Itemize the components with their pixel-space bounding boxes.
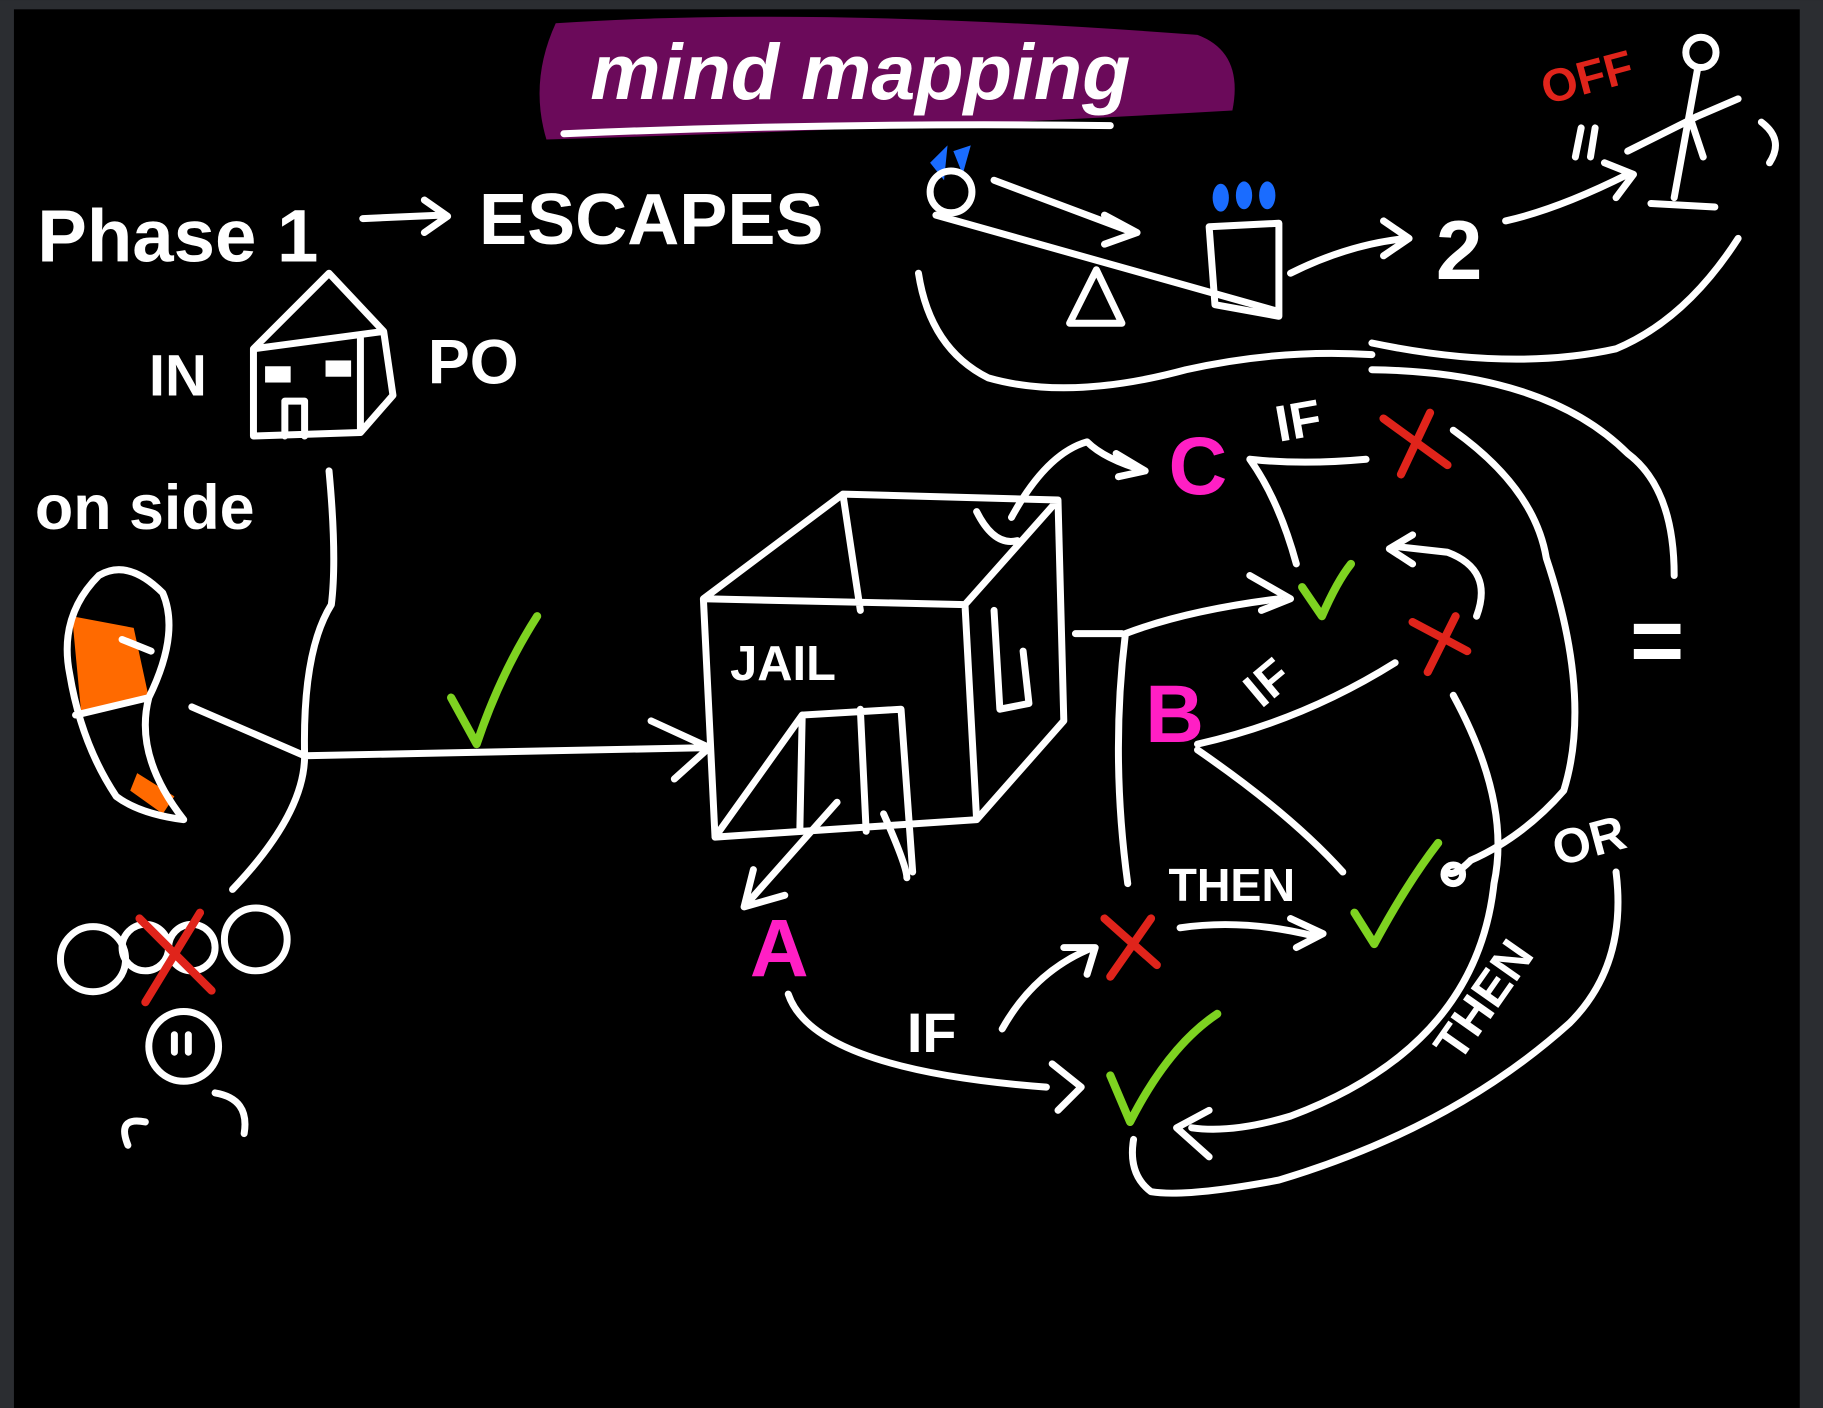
jail-label: JAIL	[730, 637, 836, 691]
group-connector	[1368, 366, 1678, 580]
check-icon	[1106, 1009, 1222, 1127]
house-in-label: IN	[149, 343, 207, 408]
people-crossed-icon	[56, 904, 291, 1007]
orange-figure-icon	[63, 566, 188, 824]
title-banner: mind mapping	[539, 16, 1235, 140]
then-arrow	[1176, 915, 1327, 952]
if-to-x-arrow	[998, 944, 1099, 1033]
stick-figure-icon	[121, 1008, 249, 1149]
a-if-arrow	[784, 990, 1085, 1114]
drawing-board	[13, 9, 1800, 1408]
escapes-label: ESCAPES	[479, 180, 823, 260]
jail-cube-icon	[699, 490, 1126, 911]
c-branches	[1246, 455, 1370, 614]
loop-arrow	[1385, 531, 1485, 620]
node-a: A	[750, 904, 809, 995]
cross-icon	[1408, 612, 1472, 677]
check-icon	[1350, 838, 1443, 949]
title-text: mind mapping	[590, 27, 1130, 116]
house-icon	[249, 269, 397, 440]
cross-icon	[1379, 408, 1452, 479]
or-return-line	[1128, 868, 1622, 1197]
if-label: IF	[907, 1001, 957, 1064]
house-po-label: PO	[428, 328, 519, 398]
if-label: IF	[1271, 389, 1326, 453]
cross-icon	[1100, 914, 1161, 981]
junction-dot	[1440, 861, 1467, 888]
arrow-to-c	[1007, 438, 1149, 521]
on-side-label: on side	[35, 473, 255, 543]
step-two-label: 2	[1436, 203, 1483, 297]
flying-figure-icon	[1571, 33, 1779, 211]
phase-label: Phase 1	[37, 195, 318, 278]
arrow-icon	[359, 196, 452, 237]
check-icon	[447, 612, 542, 749]
node-c: C	[1168, 421, 1227, 512]
b-to-c-line	[1114, 595, 1283, 888]
equals-sign: =	[1630, 588, 1684, 692]
then-right-arrow	[1173, 691, 1502, 1161]
x-to-check-line	[1443, 426, 1579, 877]
group-bracket	[914, 234, 1742, 392]
then-label: THEN	[1168, 859, 1295, 911]
b-branches	[1194, 659, 1399, 876]
check-icon	[1298, 559, 1356, 621]
seesaw-icon	[926, 145, 1637, 327]
